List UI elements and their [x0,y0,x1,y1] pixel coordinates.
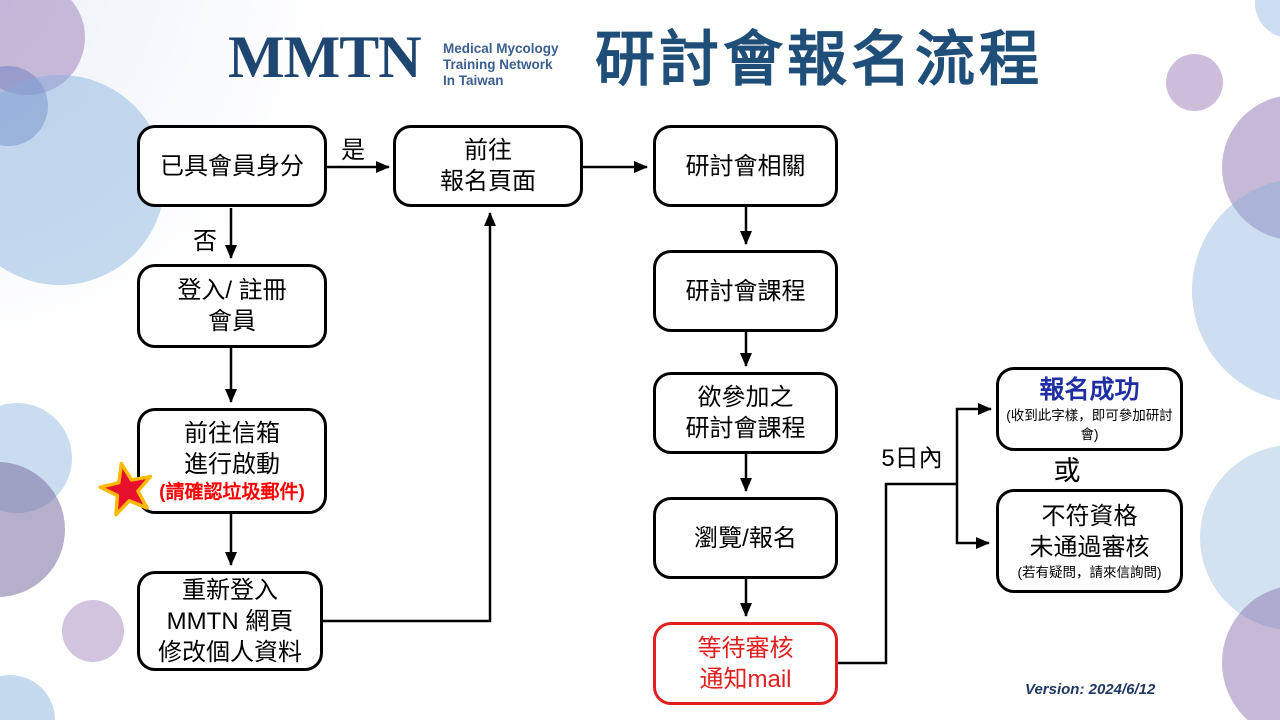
edge-wait-to-branch [838,482,957,665]
bg-circle [1166,54,1223,111]
node-text: 報名頁面 [440,168,536,195]
node-text: 瀏覽/報名 [694,524,797,552]
node-text: 前往信箱 [184,419,280,447]
tagline-line: Training Network [443,57,553,72]
node-text: 進行啟動 [184,450,280,478]
edge-label-within-five-days: 5日內 [881,445,943,472]
node-registration-success: 報名成功 (收到此字樣，即可參加研討會) [996,367,1183,451]
node-browse-register: 瀏覽/報名 [653,497,838,579]
alert-star-icon [98,461,153,517]
node-wait-review-mail: 等待審核 通知mail [653,622,838,705]
logo-tagline: Medical Mycology Training Network In Tai… [443,41,559,89]
node-text: 通知mail [699,665,792,693]
spam-check-note: (請確認垃圾郵件) [159,481,305,503]
edge-label-or: 或 [1053,456,1081,486]
node-activate-via-mailbox: 前往信箱 進行啟動 (請確認垃圾郵件) [137,408,327,514]
node-login-register-member: 登入/ 註冊 會員 [137,264,327,348]
node-not-qualified: 不符資格 未通過審核 (若有疑問，請來信詢問) [996,489,1183,593]
node-text: 欲參加之 [697,384,794,411]
version-text: Version: 2024/6/12 [1025,681,1156,698]
node-text: 未通過審核 [1029,533,1150,561]
page-title: 研討會報名流程 [595,26,1043,93]
node-text: 研討會課程 [685,415,806,442]
node-seminar-courses: 研討會課程 [653,250,838,332]
node-goto-registration-page: 前往 報名頁面 [393,125,583,207]
node-text: 研討會相關 [685,152,806,180]
node-text: 登入/ 註冊 [177,277,287,304]
node-seminar-related: 研討會相關 [653,125,838,207]
node-text: 不符資格 [1041,502,1138,530]
edge-branch-to-success [955,403,992,484]
node-relogin-update-profile: 重新登入 MMTN 網頁 修改個人資料 [137,571,323,671]
node-text: MMTN 網頁 [166,607,294,635]
edge-relogin-to-goto [323,212,496,623]
success-title: 報名成功 [1039,376,1140,404]
node-text: 修改個人資料 [158,638,302,666]
rejected-note: (若有疑問，請來信詢問) [1017,564,1162,580]
node-text: 等待審核 [697,634,794,662]
mmtn-logo: MMTN [228,24,422,90]
tagline-line: Medical Mycology [443,41,559,56]
success-note: (收到此字樣，即可參加研討會) [1006,408,1173,442]
node-text: 前往 [464,137,512,164]
node-text: 重新登入 [182,576,278,604]
node-text: 研討會課程 [685,277,806,305]
edge-label-no: 否 [193,228,217,255]
node-text: 已具會員身分 [160,152,304,180]
bg-circle [62,600,124,662]
edge-label-yes: 是 [341,137,365,164]
node-text: 會員 [208,308,256,335]
edge-branch-to-rejected [955,484,990,549]
node-has-membership: 已具會員身分 [137,125,327,207]
node-course-to-join: 欲參加之 研討會課程 [653,372,838,454]
tagline-line: In Taiwan [443,73,504,88]
